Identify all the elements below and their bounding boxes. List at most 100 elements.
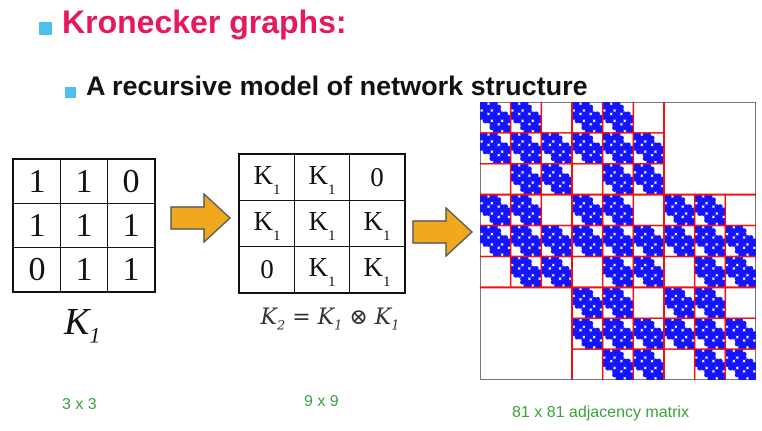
matrix-entry bbox=[642, 259, 648, 265]
matrix-entry bbox=[666, 303, 672, 309]
matrix-entry bbox=[697, 303, 703, 309]
matrix-entry bbox=[492, 214, 498, 220]
matrix-entry bbox=[605, 173, 611, 179]
matrix-entry bbox=[700, 228, 706, 234]
matrix-entry bbox=[591, 307, 597, 313]
matrix-entry bbox=[704, 238, 710, 244]
matrix-entry bbox=[605, 180, 611, 186]
matrix-entry bbox=[653, 187, 658, 192]
matrix-entry bbox=[700, 238, 706, 244]
matrix-entry bbox=[591, 238, 597, 244]
matrix-entry bbox=[516, 231, 522, 237]
matrix-entry bbox=[635, 262, 641, 268]
matrix-entry bbox=[670, 211, 675, 216]
matrix-entry bbox=[492, 139, 498, 144]
matrix-entry bbox=[520, 259, 526, 265]
matrix-entry bbox=[635, 180, 641, 186]
matrix-entry bbox=[673, 300, 679, 306]
matrix-entry bbox=[523, 176, 529, 182]
matrix-entry bbox=[676, 310, 682, 316]
matrix-entry bbox=[615, 187, 621, 192]
matrix-entry bbox=[526, 180, 532, 186]
matrix-entry bbox=[615, 207, 621, 213]
matrix-entry bbox=[612, 279, 618, 285]
matrix-entry bbox=[615, 235, 621, 241]
matrix-entry bbox=[543, 173, 549, 179]
matrix-entry bbox=[482, 118, 488, 124]
matrix-entry bbox=[731, 269, 737, 275]
matrix-entry bbox=[516, 197, 522, 203]
matrix-entry bbox=[680, 290, 686, 295]
matrix-entry bbox=[584, 331, 590, 337]
matrix-entry bbox=[526, 207, 532, 213]
matrix-entry bbox=[683, 310, 689, 316]
matrix-entry bbox=[574, 200, 580, 206]
matrix-entry bbox=[618, 351, 624, 357]
matrix-entry bbox=[649, 324, 655, 330]
matrix-entry bbox=[520, 235, 526, 241]
matrix-entry bbox=[615, 358, 621, 364]
matrix-entry bbox=[584, 228, 590, 234]
matrix-entry bbox=[625, 269, 631, 275]
matrix-entry bbox=[738, 320, 744, 326]
matrix-entry bbox=[595, 125, 601, 131]
matrix-entry bbox=[612, 142, 618, 148]
matrix-entry bbox=[584, 114, 590, 120]
matrix-entry bbox=[704, 290, 710, 295]
matrix-entry bbox=[622, 156, 628, 162]
matrix-entry bbox=[523, 241, 529, 247]
matrix-entry bbox=[731, 365, 737, 371]
matrix-entry bbox=[738, 276, 744, 282]
matrix-entry bbox=[591, 142, 597, 148]
heading-bullet bbox=[39, 22, 52, 35]
matrix-entry bbox=[717, 365, 723, 371]
matrix-entry bbox=[707, 245, 713, 251]
matrix-entry bbox=[676, 300, 682, 306]
matrix-entry bbox=[687, 300, 693, 306]
matrix-entry bbox=[543, 266, 549, 271]
matrix-size-label: 81 x 81 adjacency matrix bbox=[512, 404, 689, 421]
matrix-entry bbox=[717, 235, 723, 241]
matrix-entry bbox=[707, 235, 713, 241]
matrix-entry bbox=[605, 145, 611, 151]
matrix-entry bbox=[680, 248, 686, 254]
matrix-entry bbox=[605, 303, 611, 309]
matrix-entry bbox=[704, 341, 710, 347]
matrix-entry bbox=[656, 269, 662, 275]
matrix-entry bbox=[492, 204, 498, 210]
matrix-entry bbox=[734, 372, 740, 378]
matrix-entry bbox=[635, 149, 641, 155]
matrix-entry bbox=[745, 341, 750, 347]
matrix-entry bbox=[748, 238, 754, 244]
matrix-entry bbox=[748, 368, 754, 374]
matrix-entry bbox=[714, 341, 720, 347]
matrix-entry bbox=[591, 235, 597, 241]
matrix-entry bbox=[653, 368, 658, 374]
subheading-bullet bbox=[65, 87, 76, 98]
matrix-entry bbox=[516, 200, 522, 206]
matrix-entry bbox=[727, 259, 733, 265]
matrix-entry bbox=[588, 135, 594, 141]
slide-subheading: A recursive model of network structure bbox=[86, 71, 588, 101]
matrix-entry bbox=[727, 358, 733, 364]
matrix-entry bbox=[543, 149, 549, 155]
matrix-entry bbox=[670, 241, 675, 247]
matrix-entry bbox=[625, 152, 631, 158]
matrix-entry bbox=[748, 341, 754, 347]
matrix-entry bbox=[492, 108, 498, 114]
matrix-entry bbox=[741, 248, 747, 254]
matrix-entry bbox=[697, 334, 703, 340]
matrix-entry bbox=[666, 324, 672, 330]
matrix-entry bbox=[741, 365, 747, 371]
matrix-entry bbox=[676, 334, 682, 340]
matrix-entry bbox=[656, 276, 662, 282]
matrix-entry bbox=[656, 173, 662, 179]
matrix-entry bbox=[533, 111, 539, 117]
matrix-entry bbox=[714, 300, 720, 306]
matrix-entry bbox=[704, 327, 710, 333]
matrix-entry bbox=[533, 156, 539, 162]
matrix-entry bbox=[584, 231, 590, 237]
matrix-entry bbox=[526, 197, 532, 203]
matrix-entry bbox=[670, 207, 675, 213]
